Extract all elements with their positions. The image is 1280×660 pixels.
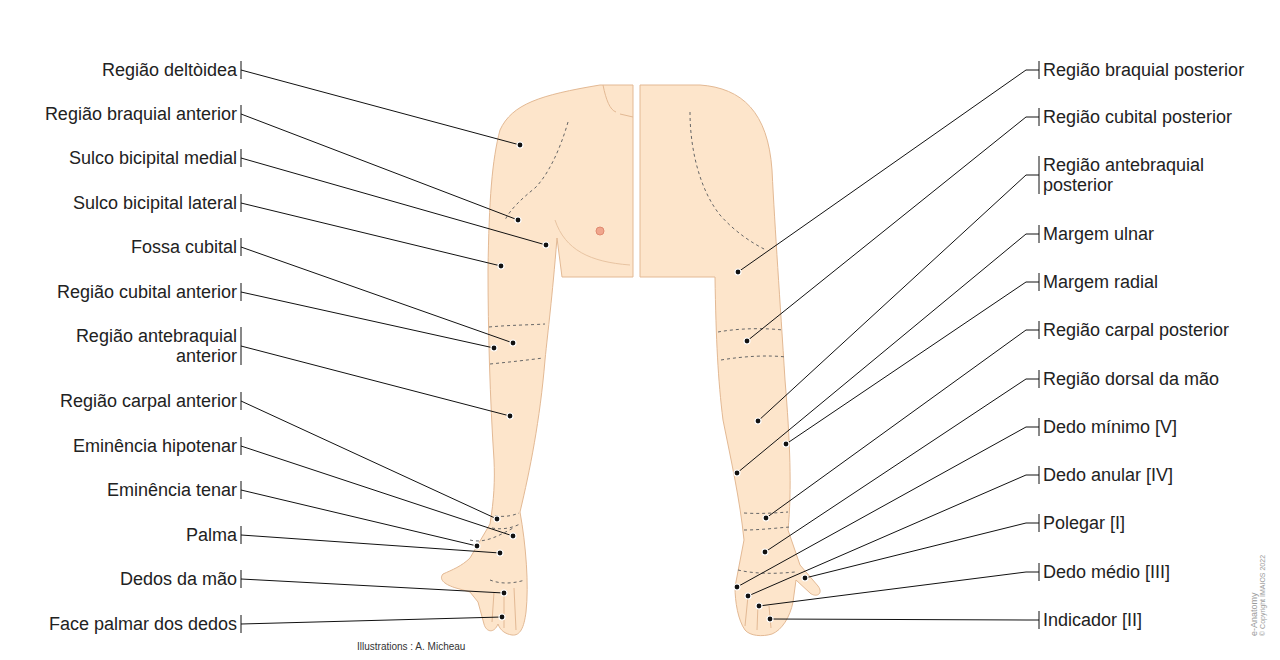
anchor-dot xyxy=(734,584,740,590)
anchor-dot xyxy=(517,142,523,148)
anchor-dot xyxy=(499,614,505,620)
elbow-boundary xyxy=(721,356,786,360)
leader-line xyxy=(241,526,500,553)
leader-line xyxy=(241,392,497,519)
leader-line xyxy=(770,611,1039,629)
leader-line xyxy=(241,238,513,343)
watermark: e-Anatomy xyxy=(1249,592,1259,636)
region-label: Palma xyxy=(186,525,237,545)
leader-line xyxy=(765,370,1039,552)
region-label: Região cubital anterior xyxy=(57,282,237,302)
region-label: Região cubital posterior xyxy=(1043,107,1232,127)
anchor-dot xyxy=(756,603,762,609)
anchor-dot xyxy=(783,441,789,447)
leader-line xyxy=(241,105,518,220)
wrist-boundary xyxy=(744,512,788,513)
region-label: Eminência hipotenar xyxy=(73,436,237,456)
region-label: Região deltòidea xyxy=(102,60,237,80)
anchor-dot xyxy=(494,516,500,522)
region-label: Sulco bicipital lateral xyxy=(73,193,237,213)
region-label: Dedo anular [IV] xyxy=(1043,465,1173,485)
anchor-dot xyxy=(543,242,549,248)
leader-line xyxy=(758,156,1039,421)
posterior-body xyxy=(640,85,820,636)
anchor-dot xyxy=(507,413,513,419)
anchor-dot xyxy=(755,418,761,424)
region-label: Face palmar dos dedos xyxy=(49,614,237,634)
region-label: Região braquial anterior xyxy=(45,104,237,124)
anchor-dot xyxy=(497,550,503,556)
region-label: Região dorsal da mão xyxy=(1043,369,1219,389)
anchor-dot xyxy=(734,470,740,476)
leader-line xyxy=(241,149,546,245)
region-label: Região carpal posterior xyxy=(1043,320,1229,340)
region-label: Dedo mínimo [V] xyxy=(1043,417,1177,437)
anchor-dot xyxy=(515,217,521,223)
region-label: Região antebraquial posterior xyxy=(1043,155,1228,195)
leader-line xyxy=(805,514,1039,578)
watermark: © Copyright IMAIOS 2022 xyxy=(1259,555,1267,636)
elbow-boundary xyxy=(489,324,545,327)
deltoid-boundary xyxy=(505,122,568,220)
leader-line xyxy=(241,481,477,546)
deltoid-boundary xyxy=(690,112,766,250)
leader-line xyxy=(759,563,1039,606)
wrist-boundary xyxy=(744,527,790,530)
region-label: Região carpal anterior xyxy=(60,391,237,411)
leader-line xyxy=(241,283,494,348)
anchor-dot xyxy=(735,269,741,275)
region-label: Margem ulnar xyxy=(1043,224,1154,244)
elbow-boundary xyxy=(718,329,783,332)
anchor-dot xyxy=(745,593,751,599)
region-label: Indicador [II] xyxy=(1043,610,1142,630)
elbow-boundary xyxy=(490,358,543,364)
finger-boundary xyxy=(490,580,525,583)
clavicle xyxy=(603,85,633,117)
finger-lines xyxy=(492,588,516,630)
region-label: Região antebraquial anterior xyxy=(52,326,237,366)
pectoral-line xyxy=(555,220,630,265)
anchor-dot xyxy=(763,515,769,521)
wrist-boundary xyxy=(492,524,520,529)
leader-line xyxy=(241,570,504,593)
anchor-dot xyxy=(501,590,507,596)
anchor-dot xyxy=(744,338,750,344)
anchor-dot xyxy=(491,345,497,351)
leader-line xyxy=(737,225,1039,473)
leader-line xyxy=(241,437,513,536)
region-label: Sulco bicipital medial xyxy=(69,148,237,168)
credit-text: Illustrations : A. Micheau xyxy=(357,641,465,653)
leader-line xyxy=(241,61,520,145)
region-label: Polegar [I] xyxy=(1043,513,1125,533)
leader-line xyxy=(748,466,1039,596)
region-label: Fossa cubital xyxy=(131,237,237,257)
region-label: Dedos da mão xyxy=(120,569,237,589)
finger-lines xyxy=(745,596,771,630)
leader-line xyxy=(241,615,502,633)
anchor-dot xyxy=(510,533,516,539)
region-label: Margem radial xyxy=(1043,272,1158,292)
leader-line xyxy=(786,273,1039,444)
anchor-dot xyxy=(762,549,768,555)
leader-line xyxy=(738,61,1039,272)
anchor-dot xyxy=(474,543,480,549)
nipple xyxy=(596,227,604,235)
anchor-dot xyxy=(802,575,808,581)
region-label: Eminência tenar xyxy=(107,480,237,500)
leader-line xyxy=(737,418,1039,587)
anterior-body xyxy=(441,85,633,635)
region-label: Dedo médio [III] xyxy=(1043,562,1170,582)
anchor-dot xyxy=(767,616,773,622)
anchor-dot xyxy=(498,263,504,269)
leader-line xyxy=(766,321,1039,518)
leader-line xyxy=(241,327,510,416)
anchor-dot xyxy=(510,340,516,346)
region-label: Região braquial posterior xyxy=(1043,60,1244,80)
leader-line xyxy=(241,194,501,266)
leader-line xyxy=(747,108,1039,341)
